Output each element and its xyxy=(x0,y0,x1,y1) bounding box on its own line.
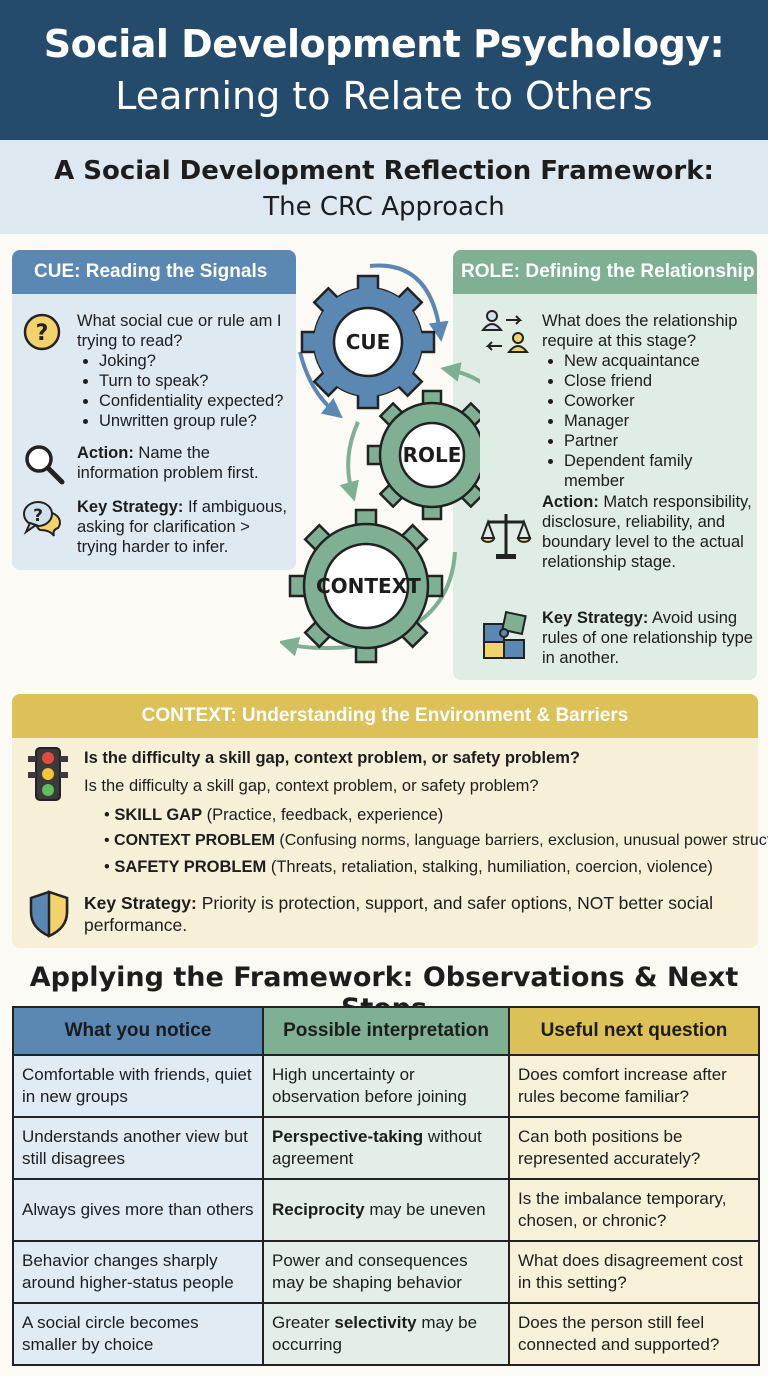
role-panel xyxy=(453,250,757,680)
page-title-line2: Learning to Relate to Others xyxy=(115,74,653,118)
header-possible-interpretation: Possible interpretation xyxy=(262,1006,510,1056)
cue-question-block: What social cue or rule am I trying to r… xyxy=(77,311,287,431)
context-heading: CONTEXT: Understanding the Environment &… xyxy=(12,694,758,738)
puzzle-icon xyxy=(483,610,527,659)
page-title-line1: Social Development Psychology: xyxy=(43,22,725,66)
interpretation-cell: Reciprocity may be uneven xyxy=(262,1178,510,1242)
balance-scale-icon xyxy=(480,514,532,559)
role-gear-icon xyxy=(366,389,480,521)
question-cell: Does the person still feel connected and… xyxy=(508,1302,760,1366)
role-strategy-label: Key Strategy: xyxy=(542,609,649,627)
cue-bullet: Unwritten group rule? xyxy=(99,411,287,431)
context-item-text: (Threats, retaliation, stalking, humilia… xyxy=(266,858,713,876)
cue-bullet: Turn to speak? xyxy=(99,371,287,391)
svg-text:?: ? xyxy=(36,321,49,346)
cue-question: What social cue or rule am I trying to r… xyxy=(77,312,282,350)
cue-panel xyxy=(12,250,296,570)
cue-strategy: Key Strategy: If ambiguous, asking for c… xyxy=(77,497,292,557)
question-cell: Can both positions be represented accura… xyxy=(508,1116,760,1180)
cue-strategy-text: If ambiguous, asking for clarification >… xyxy=(77,498,288,556)
notice-cell: A social circle becomes smaller by choic… xyxy=(12,1302,264,1366)
shield-icon xyxy=(29,890,69,938)
framework-title-line2: The CRC Approach xyxy=(263,192,505,222)
header-what-you-notice: What you notice xyxy=(12,1006,264,1056)
observations-table: What you notice Possible interpretation … xyxy=(12,1006,760,1366)
cue-bullet: Joking? xyxy=(99,351,287,371)
speech-bubbles-icon: ? xyxy=(23,501,61,537)
table-row: A social circle becomes smaller by choic… xyxy=(12,1302,760,1366)
role-bullet: Close friend xyxy=(564,371,754,391)
header-useful-next-question: Useful next question xyxy=(508,1006,760,1056)
context-item: • SKILL GAP (Practice, feedback, experie… xyxy=(104,806,444,824)
traffic-light-icon xyxy=(28,747,68,801)
interpretation-cell: Perspective-taking without agreement xyxy=(262,1116,510,1180)
context-question: Is the difficulty a skill gap, context p… xyxy=(84,777,539,795)
role-action-text: Match responsibility, disclosure, reliab… xyxy=(542,493,752,571)
context-strategy: Key Strategy: Priority is protection, su… xyxy=(84,892,744,936)
context-item-label: SAFETY PROBLEM xyxy=(114,858,267,876)
table-row: Always gives more than others Reciprocit… xyxy=(12,1178,760,1242)
people-swap-icon xyxy=(480,310,530,353)
role-action-label: Action: xyxy=(542,493,599,511)
crc-gears-diagram xyxy=(280,263,480,664)
cue-gear-label: CUE xyxy=(345,330,391,354)
question-cell: What does disagreement cost in this sett… xyxy=(508,1240,760,1304)
role-question-block: What does the relationship require at th… xyxy=(542,311,754,491)
role-strategy-text: Avoid using rules of one relationship ty… xyxy=(542,609,753,667)
cue-heading: CUE: Reading the Signals xyxy=(12,250,296,294)
cue-action-label: Action: xyxy=(77,444,134,462)
role-bullet: Coworker xyxy=(564,391,754,411)
table-header-row: What you notice Possible interpretation … xyxy=(12,1006,760,1056)
svg-text:?: ? xyxy=(33,506,43,526)
role-bullet: Dependent family member xyxy=(564,451,754,491)
cue-strategy-label: Key Strategy: xyxy=(77,498,184,516)
role-bullet: Manager xyxy=(564,411,754,431)
role-action: Action: Match responsibility, disclosure… xyxy=(542,492,754,572)
table-row: Understands another view but still disag… xyxy=(12,1116,760,1180)
context-item-text: (Practice, feedback, experience) xyxy=(202,806,444,824)
cue-action: Action: Name the information problem fir… xyxy=(77,443,292,483)
notice-cell: Always gives more than others xyxy=(12,1178,264,1242)
context-item-text: (Confusing norms, language barriers, exc… xyxy=(274,832,768,849)
cue-bullet: Confidentiality expected? xyxy=(99,391,287,411)
context-item-list: • SKILL GAP (Practice, feedback, experie… xyxy=(104,802,768,880)
table-row: Comfortable with friends, quiet in new g… xyxy=(12,1054,760,1118)
role-bullet: Partner xyxy=(564,431,754,451)
context-strategy-text: Priority is protection, support, and saf… xyxy=(84,893,713,935)
interpretation-cell: High uncertainty or observation before j… xyxy=(262,1054,510,1118)
role-question: What does the relationship require at th… xyxy=(542,312,738,350)
interpretation-cell: Power and consequences may be shaping be… xyxy=(262,1240,510,1304)
role-bullet-list: New acquaintance Close friend Coworker M… xyxy=(542,351,754,491)
context-item: • CONTEXT PROBLEM (Confusing norms, lang… xyxy=(104,828,768,854)
title-banner: Social Development Psychology: Learning … xyxy=(0,0,768,140)
notice-cell: Comfortable with friends, quiet in new g… xyxy=(12,1054,264,1118)
role-strategy: Key Strategy: Avoid using rules of one r… xyxy=(542,608,754,668)
role-bullet: New acquaintance xyxy=(564,351,754,371)
notice-cell: Understands another view but still disag… xyxy=(12,1116,264,1180)
cue-bullet-list: Joking? Turn to speak? Confidentiality e… xyxy=(77,351,287,431)
framework-banner: A Social Development Reflection Framewor… xyxy=(0,140,768,234)
magnifier-icon xyxy=(25,445,65,485)
context-item-label: SKILL GAP xyxy=(114,806,203,824)
context-gear-icon xyxy=(288,508,444,664)
interpretation-cell: Greater selectivity may be occurring xyxy=(262,1302,510,1366)
framework-title-line1: A Social Development Reflection Framewor… xyxy=(54,156,714,186)
context-question-block: Is the difficulty a skill gap, context p… xyxy=(84,748,754,796)
cue-gear-icon xyxy=(300,274,436,410)
notice-cell: Behavior changes sharply around higher-s… xyxy=(12,1240,264,1304)
role-heading: ROLE: Defining the Relationship xyxy=(453,250,757,294)
question-circle-icon: ? xyxy=(23,313,61,351)
context-question-bold: Is the difficulty a skill gap, context p… xyxy=(84,749,581,767)
role-gear-label: ROLE xyxy=(402,443,462,467)
question-cell: Is the imbalance temporary, chosen, or c… xyxy=(508,1178,760,1242)
context-item-label: CONTEXT PROBLEM xyxy=(114,832,275,849)
context-gear-label: CONTEXT xyxy=(316,574,421,598)
context-strategy-label: Key Strategy: xyxy=(84,893,197,913)
question-cell: Does comfort increase after rules become… xyxy=(508,1054,760,1118)
cue-action-text: Name the information problem first. xyxy=(77,444,259,482)
context-item: • SAFETY PROBLEM (Threats, retaliation, … xyxy=(104,858,713,876)
table-row: Behavior changes sharply around higher-s… xyxy=(12,1240,760,1304)
